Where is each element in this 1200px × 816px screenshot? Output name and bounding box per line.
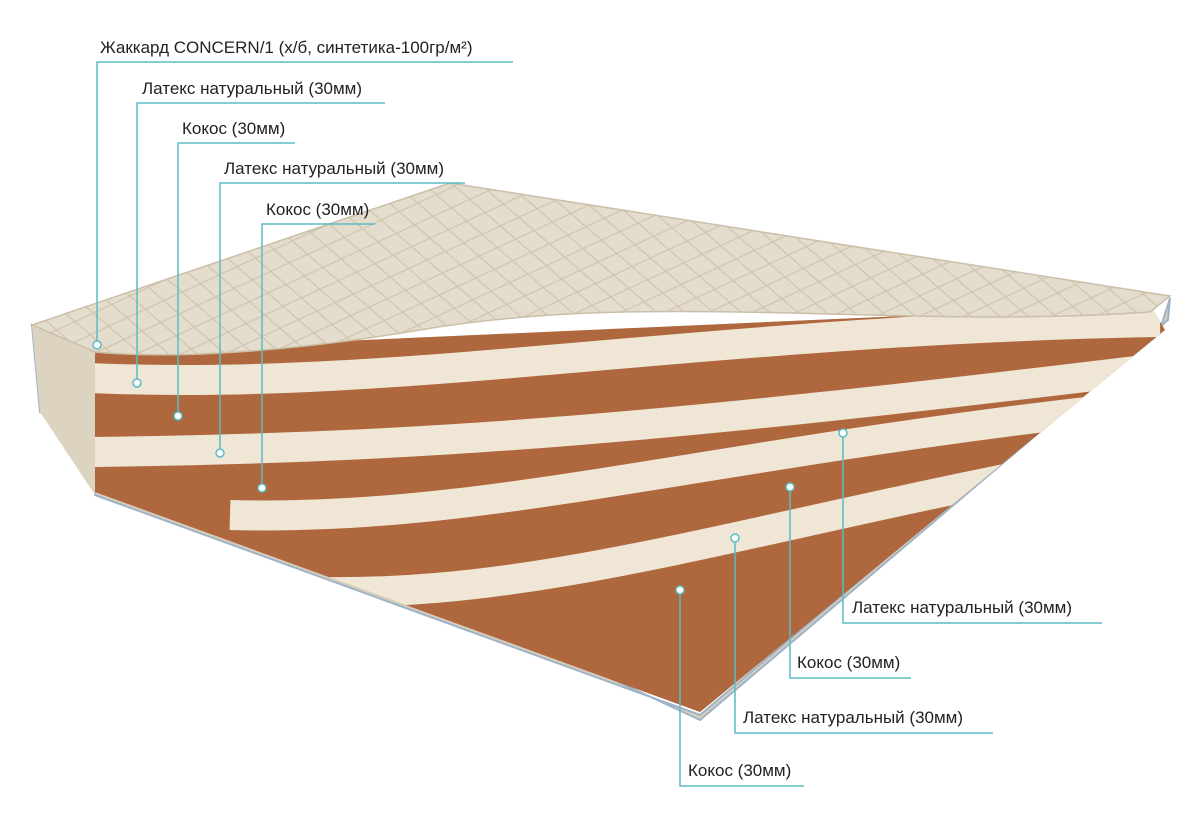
latex-layer [95, 307, 1161, 396]
label-coconut-2: Кокос (30мм) [266, 200, 370, 219]
label-latex-2: Латекс натуральный (30мм) [224, 159, 445, 178]
latex-layer [95, 353, 1162, 467]
label-latex-3: Латекс натуральный (30мм) [852, 598, 1073, 617]
latex-layer [319, 453, 1063, 608]
layers-cutaway [95, 305, 1165, 712]
label-cover: Жаккард CONCERN/1 (х/б, синтетика-100гр/… [100, 38, 473, 57]
label-latex-4: Латекс натуральный (30мм) [743, 708, 964, 727]
label-coconut-1: Кокос (30мм) [182, 119, 286, 138]
label-latex-1: Латекс натуральный (30мм) [142, 79, 363, 98]
leader-dots [92, 340, 848, 595]
label-coconut-4: Кокос (30мм) [688, 761, 792, 780]
quilted-cover [29, 182, 1172, 356]
label-coconut-3: Кокос (30мм) [797, 653, 901, 672]
leader-lines [96, 61, 1102, 787]
latex-layer [229, 393, 1122, 531]
